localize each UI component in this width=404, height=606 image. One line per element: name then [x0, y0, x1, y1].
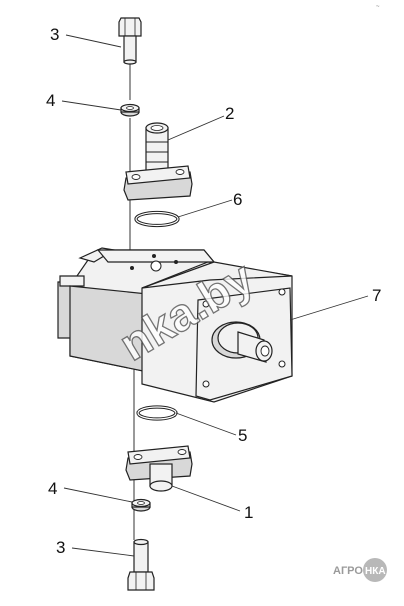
callout-bolt-top: 3: [50, 25, 59, 44]
hose-fitting-flange: [123, 122, 193, 201]
logo-badge-text: НКА: [365, 566, 386, 577]
logo-badge: [363, 558, 387, 582]
bottom-bolt: [127, 538, 155, 591]
top-bolt: [118, 17, 142, 65]
upper-o-ring: [134, 210, 180, 228]
bottom-washer: [131, 498, 151, 512]
callout-washer-top: 4: [46, 91, 55, 110]
top-washer: [120, 103, 140, 117]
agro-nka-logo: АГРО НКА: [333, 558, 387, 582]
callout-pump: 7: [372, 286, 381, 305]
callout-oring-bottom: 5: [238, 426, 247, 445]
callout-washer-bottom: 4: [48, 479, 57, 498]
corner-mark: ~: [376, 4, 380, 10]
lower-flange-fitting: [125, 445, 193, 492]
leader-lines: [61, 34, 369, 557]
callout-fitting-bottom: 1: [244, 503, 253, 522]
callout-labels: 3 4 2 6 7 5 4 1 3: [46, 25, 381, 557]
callout-fitting: 2: [225, 104, 234, 123]
lower-o-ring: [136, 405, 178, 421]
gear-pump-body: [57, 247, 293, 403]
callout-oring-top: 6: [233, 190, 242, 209]
logo-text: АГРО: [333, 565, 363, 577]
callout-bolt-bottom: 3: [56, 538, 65, 557]
